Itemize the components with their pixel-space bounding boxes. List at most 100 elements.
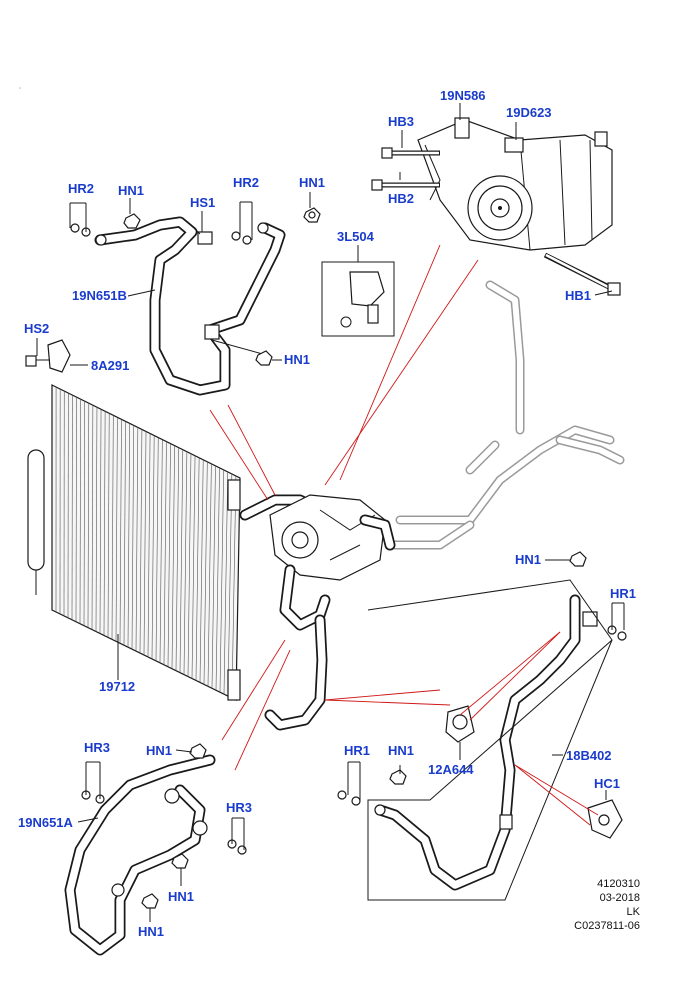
condenser-fin <box>199 459 204 683</box>
label-HN1-g[interactable]: HN1 <box>168 889 195 904</box>
bracket-8A291 <box>47 339 71 373</box>
condenser-fin <box>203 461 208 685</box>
label-HR1-b[interactable]: HR1 <box>344 743 371 758</box>
condenser-fin <box>83 401 85 626</box>
nut-HN1-c <box>255 350 273 366</box>
label-8A291[interactable]: 8A291 <box>91 358 130 373</box>
label-3L504[interactable]: 3L504 <box>337 229 374 244</box>
label-19D623[interactable]: 19D623 <box>506 105 552 120</box>
condenser-fin <box>147 433 151 657</box>
pressure-switch-12A644 <box>445 705 475 743</box>
condenser-fin <box>219 469 224 693</box>
condenser-fin <box>183 451 188 675</box>
condenser-fin <box>135 427 139 652</box>
label-HN1-c[interactable]: HN1 <box>284 352 311 367</box>
clips-HR1-b <box>337 790 361 806</box>
condenser-fin <box>223 471 229 695</box>
condenser-fin <box>79 399 81 624</box>
label-HR3-b[interactable]: HR3 <box>226 800 253 815</box>
condenser-fin <box>191 455 196 679</box>
label-HS2[interactable]: HS2 <box>24 321 50 336</box>
label-HB1[interactable]: HB1 <box>565 288 592 303</box>
label-HC1[interactable]: HC1 <box>594 776 621 791</box>
hose-19N651A <box>64 754 216 956</box>
label-HN1-b[interactable]: HN1 <box>299 175 326 190</box>
nut-HN1-b <box>303 207 321 223</box>
condenser-fin <box>163 441 167 665</box>
label-HR2-b[interactable]: HR2 <box>233 175 260 190</box>
condenser-fins <box>55 387 237 699</box>
condenser-fin <box>179 449 184 673</box>
condenser-19712 <box>27 384 241 701</box>
condenser-fin <box>171 445 175 669</box>
condenser-fin <box>215 467 220 691</box>
label-HN1-a[interactable]: HN1 <box>118 183 145 198</box>
condenser-fin <box>95 407 98 632</box>
condenser-fin <box>211 465 216 689</box>
condenser-fin <box>143 431 147 656</box>
label-HS1[interactable]: HS1 <box>190 195 216 210</box>
condenser-fin <box>231 475 237 699</box>
bolt-HB2 <box>371 179 440 191</box>
condenser-fin <box>127 423 130 648</box>
condenser-fin <box>175 447 179 671</box>
reference-initials: LK <box>626 906 640 918</box>
bolt-HB1 <box>543 252 621 296</box>
label-HN1-d[interactable]: HN1 <box>515 552 542 567</box>
clips-HR2-b <box>231 231 252 245</box>
nut-HN1-a <box>123 213 141 229</box>
condenser-fin <box>123 421 126 646</box>
ghost-pipework <box>390 280 625 550</box>
bolt-HS1 <box>189 223 213 245</box>
reference-number: 4120310 <box>597 878 640 890</box>
condenser-fin <box>115 417 118 642</box>
speck <box>19 87 21 89</box>
sensor-3L504-box <box>321 261 395 337</box>
red-leader-lines <box>209 244 599 826</box>
condenser-fin <box>227 473 233 697</box>
condenser-fin <box>159 439 163 663</box>
clips-HR2-a <box>70 223 91 237</box>
condenser-fin <box>195 457 200 681</box>
condenser-fin <box>139 429 143 654</box>
condenser-fin <box>131 425 135 650</box>
condenser-fin <box>167 443 171 667</box>
condenser-fin <box>187 453 192 677</box>
label-HR3-a[interactable]: HR3 <box>84 740 111 755</box>
label-19N651B[interactable]: 19N651B <box>72 288 127 303</box>
compressor-19D623 <box>417 117 613 251</box>
installed-compressor-assembly <box>239 494 396 731</box>
label-HN1-f[interactable]: HN1 <box>388 743 415 758</box>
label-HR1-a[interactable]: HR1 <box>610 586 637 601</box>
condenser-fin <box>107 413 110 638</box>
condenser-fin <box>119 419 122 644</box>
label-HB2[interactable]: HB2 <box>388 191 415 206</box>
nut-HN1-f <box>389 769 407 785</box>
nut-HN1-d <box>569 551 587 567</box>
group-brackets <box>36 103 625 922</box>
label-HN1-h[interactable]: HN1 <box>138 924 165 939</box>
label-18B402[interactable]: 18B402 <box>566 748 612 763</box>
bolt-HS2 <box>25 355 50 367</box>
reference-date: 03-2018 <box>599 892 640 904</box>
nut-HN1-h <box>141 893 159 909</box>
nut-HN1-g <box>171 853 189 869</box>
label-19N651A[interactable]: 19N651A <box>18 815 73 830</box>
condenser-fin <box>87 403 90 628</box>
label-19712[interactable]: 19712 <box>99 679 136 694</box>
condenser-fin <box>155 437 159 661</box>
label-HN1-e[interactable]: HN1 <box>146 743 173 758</box>
condenser-fin <box>103 411 106 636</box>
clamp-HC1 <box>587 799 623 839</box>
clips-HR3-a <box>81 790 105 804</box>
condenser-fin <box>91 405 94 630</box>
nut-HN1-e <box>189 743 207 759</box>
reference-block: 4120310 03-2018 LK C0237811-06 <box>574 877 640 933</box>
condenser-fin <box>111 415 114 640</box>
label-HR2-a[interactable]: HR2 <box>68 181 95 196</box>
label-19N586[interactable]: 19N586 <box>440 88 486 103</box>
label-12A644[interactable]: 12A644 <box>428 762 474 777</box>
clips-HR3-b <box>227 839 247 855</box>
label-HB3[interactable]: HB3 <box>388 114 415 129</box>
